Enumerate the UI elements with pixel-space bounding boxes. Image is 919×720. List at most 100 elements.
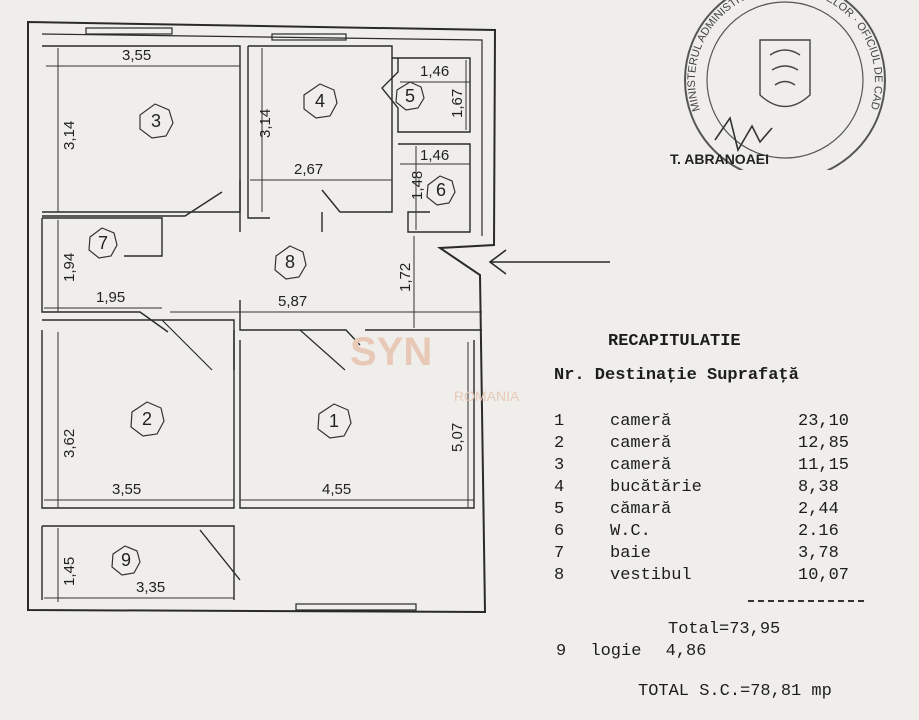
table-row: 4 bucătărie 8,38 [554, 478, 904, 500]
window [271, 33, 347, 41]
table-row: 3 cameră 11,15 [554, 456, 904, 478]
recap-title: RECAPITULATIE [608, 332, 741, 351]
recap-total: Total=73,95 [668, 620, 781, 639]
recap-header: Nr. Destinaţie Suprafaţă [554, 366, 799, 385]
loggia-area: 4,86 [665, 642, 707, 661]
room-number-8: 8 [285, 252, 295, 272]
stamp-name: T. ABRANOAEI [670, 151, 769, 167]
row-destination: baie [610, 544, 651, 563]
wall-room-2 [41, 330, 235, 509]
room-number-2: 2 [142, 409, 152, 429]
room-marker [130, 401, 165, 437]
row-number: 1 [554, 412, 565, 431]
table-row: 1 cameră 23,10 [554, 412, 904, 434]
room-marker [426, 175, 456, 206]
table-row: 7 baie 3,78 [554, 544, 904, 566]
signature-icon [714, 116, 773, 153]
table-row: 5 cămară 2,44 [554, 500, 904, 522]
room-number-4: 4 [315, 91, 325, 111]
room-number-5: 5 [405, 86, 415, 106]
dim-label: 5,87 [278, 293, 307, 310]
wall-room-8 [42, 300, 482, 370]
room-number-9: 9 [121, 550, 131, 570]
entrance-arrow [488, 249, 610, 275]
room-number-7: 7 [98, 233, 108, 253]
dim-label: 1,95 [96, 289, 125, 306]
dim-label: 3,62 [61, 429, 78, 458]
table-row: 6 W.C. 2.16 [554, 522, 904, 544]
wall-room-4 [247, 45, 393, 219]
room-marker [111, 545, 141, 576]
dim-label: 1,48 [409, 171, 426, 200]
wall-room-3 [42, 45, 241, 213]
outer-wall [27, 20, 497, 614]
row-destination: cameră [610, 412, 672, 431]
room-number-1: 1 [329, 411, 339, 431]
stamp-ring-text: MINISTERUL ADMINISTRATIEI SI INTERNELOR … [660, 0, 884, 113]
dim-label: 3,55 [122, 47, 151, 64]
room-number-3: 3 [151, 111, 161, 131]
row-destination: cameră [610, 456, 672, 475]
recap-table: RECAPITULATIE Nr. Destinaţie Suprafaţă 1… [528, 328, 918, 718]
dim-label: 1,45 [61, 557, 78, 586]
wall-room-7 [41, 217, 169, 333]
row-area: 2,44 [798, 500, 839, 519]
room-marker [303, 83, 338, 119]
row-area: 3,78 [798, 544, 839, 563]
dim-label: 1,67 [449, 89, 466, 118]
row-destination: cameră [610, 434, 672, 453]
table-row: 8 vestibul 10,07 [554, 566, 904, 588]
row-number: 4 [554, 478, 565, 497]
table-row: 2 cameră 12,85 [554, 434, 904, 456]
row-number: 8 [554, 566, 565, 585]
row-number: 6 [554, 522, 565, 541]
room-marker [274, 245, 307, 280]
dim-label: 2,67 [294, 161, 323, 178]
row-destination: W.C. [610, 522, 651, 541]
row-area: 12,85 [798, 434, 850, 453]
wall-room-3-lower [42, 191, 223, 217]
wall-room-9 [41, 525, 241, 600]
row-area: 2.16 [798, 522, 839, 541]
loggia-row: 9 logie 4,86 [556, 642, 720, 661]
loggia-number: 9 [556, 642, 567, 661]
grand-total: TOTAL S.C.=78,81 mp [638, 682, 832, 701]
window [85, 27, 173, 35]
room-marker [395, 81, 425, 111]
loggia-destination: logie [590, 642, 642, 661]
divider [748, 600, 864, 602]
dim-label: 1,72 [397, 263, 414, 292]
wall-room-1 [239, 340, 475, 509]
room-marker [317, 403, 352, 439]
dim-label: 3,14 [257, 109, 274, 138]
row-destination: bucătărie [610, 478, 702, 497]
room-marker [139, 103, 174, 139]
row-area: 10,07 [798, 566, 850, 585]
dim-label: 3,14 [61, 121, 78, 150]
wall-room-5 [381, 57, 471, 133]
row-number: 5 [554, 500, 565, 519]
window [295, 603, 417, 611]
dim-label: 4,55 [322, 481, 351, 498]
room-marker [88, 227, 118, 259]
door-swing [161, 319, 346, 371]
wall-room-4-door [239, 180, 323, 232]
dim-label: 3,55 [112, 481, 141, 498]
row-number: 2 [554, 434, 565, 453]
official-stamp: MINISTERUL ADMINISTRATIEI SI INTERNELOR … [660, 0, 886, 170]
dim-label: 1,46 [420, 63, 449, 80]
dim-label: 1,94 [61, 253, 78, 282]
room-number-6: 6 [436, 180, 446, 200]
dim-label: 5,07 [449, 423, 466, 452]
room-markers [88, 81, 456, 576]
row-destination: cămară [610, 500, 672, 519]
row-destination: vestibul [610, 566, 692, 585]
dim-label: 3,35 [136, 579, 165, 596]
eagle-icon [759, 39, 811, 108]
wall-room-6 [398, 143, 471, 233]
row-area: 23,10 [798, 412, 850, 431]
row-area: 11,15 [798, 456, 850, 475]
row-area: 8,38 [798, 478, 839, 497]
outer-wall-inner [41, 33, 483, 236]
